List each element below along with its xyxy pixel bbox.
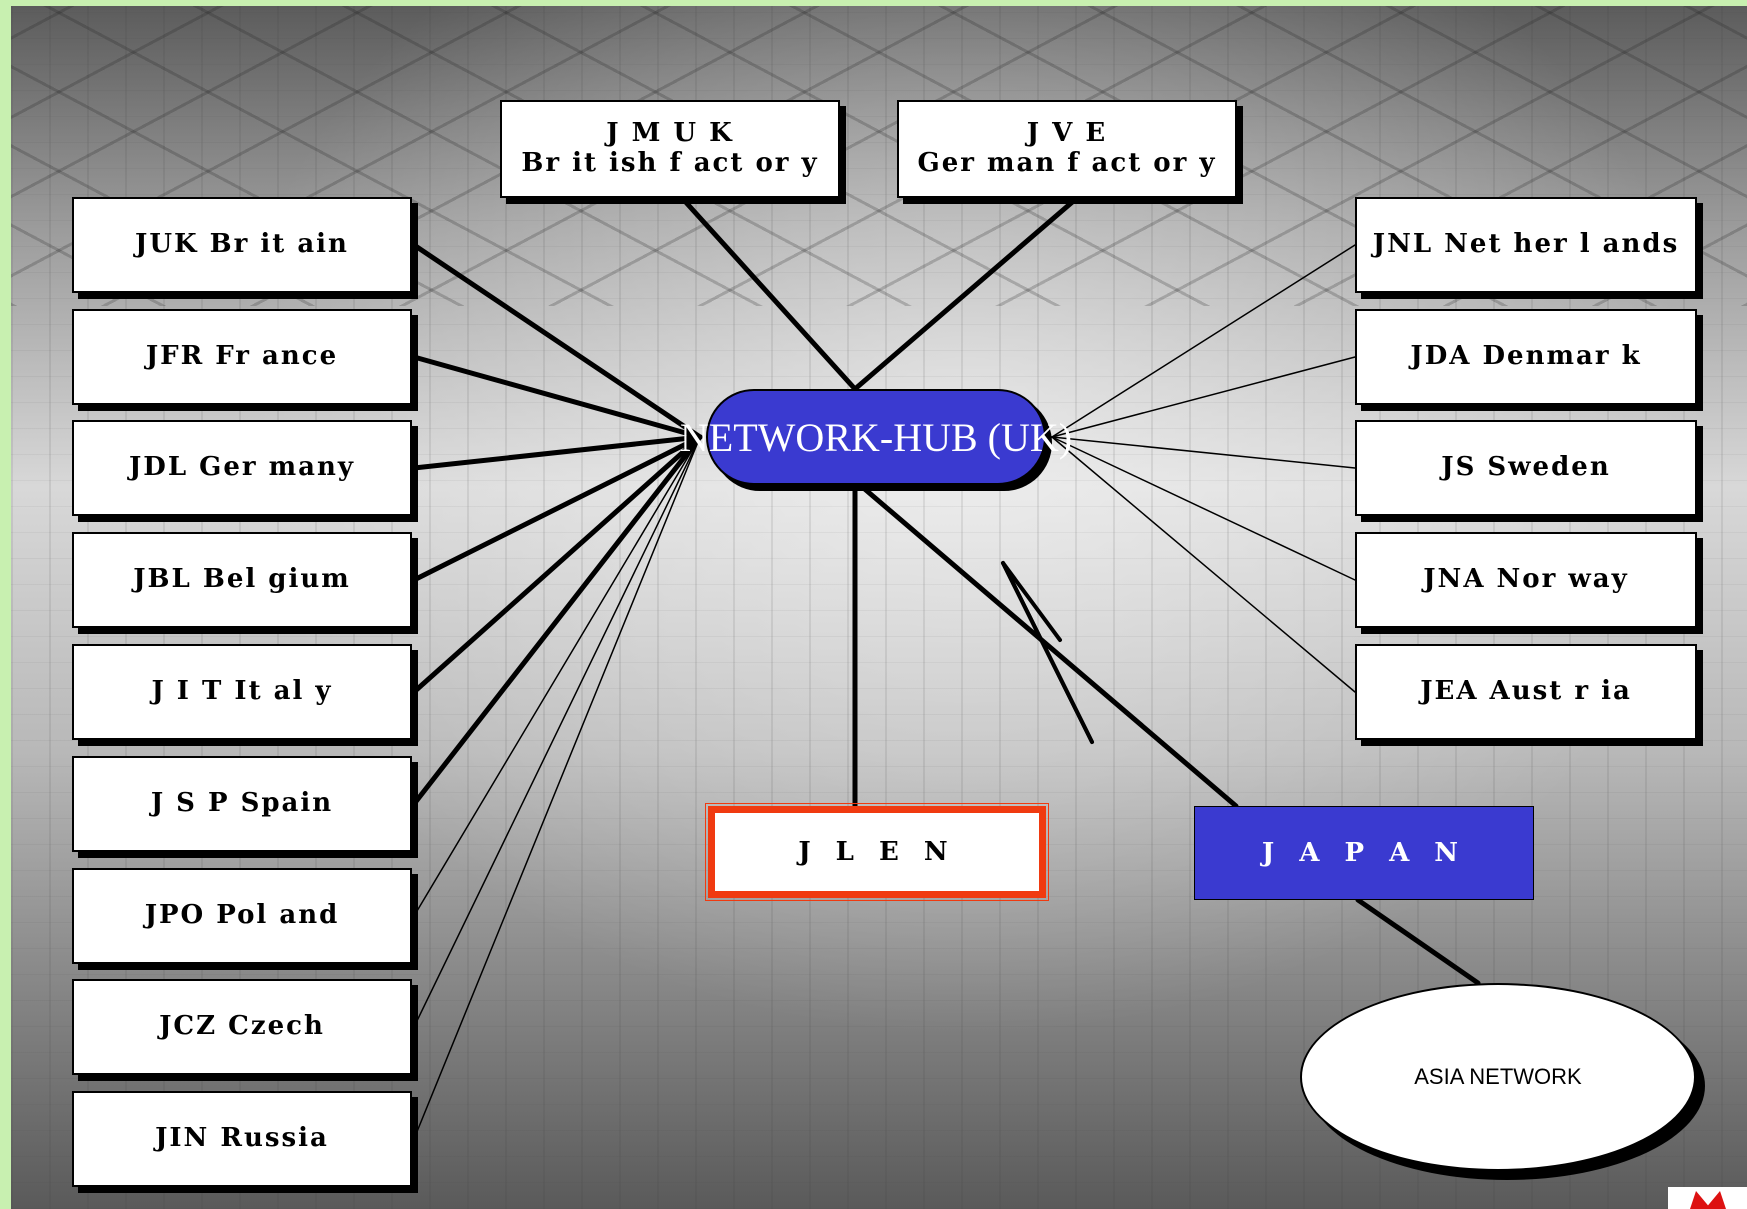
connector-line-left xyxy=(413,436,701,917)
office-node-jcz[interactable]: JCZ Czech xyxy=(72,979,412,1075)
connector-zigzag xyxy=(1001,561,1062,642)
office-node-juk[interactable]: JUK Br it ain xyxy=(72,197,412,293)
office-label: J S P Spain xyxy=(150,788,334,819)
office-label: JUK Br it ain xyxy=(135,229,349,260)
connector-line-right xyxy=(1051,436,1356,581)
network-hub-node[interactable]: NETWORK-HUB (UK) xyxy=(680,389,1072,485)
connector-line-left xyxy=(413,436,701,1140)
office-label: JDA Denmar k xyxy=(1410,341,1642,372)
connector-line-asia xyxy=(1355,897,1481,986)
connector-line-right xyxy=(1051,436,1356,469)
connector-line-right xyxy=(1051,436,1356,693)
factory-node-jve[interactable]: J V E Ger man f act or y xyxy=(897,100,1237,198)
connector-line-left xyxy=(413,436,701,1028)
office-label: JIN Russia xyxy=(155,1123,329,1154)
office-label: JFR Fr ance xyxy=(145,341,339,372)
connector-line-left xyxy=(411,434,703,695)
office-node-js[interactable]: JS Sweden xyxy=(1355,420,1697,516)
factory-code: J V E xyxy=(1026,118,1108,149)
office-label: J I T It al y xyxy=(151,676,333,707)
office-label: JNL Net her l ands xyxy=(1372,229,1680,260)
office-node-jea[interactable]: JEA Aust r ia xyxy=(1355,644,1697,740)
connector-line-left xyxy=(411,434,703,471)
office-node-jna[interactable]: JNA Nor way xyxy=(1355,532,1697,628)
connector-zigzag xyxy=(1001,561,1094,744)
office-label: JBL Bel gium xyxy=(133,564,351,595)
office-node-jnl[interactable]: JNL Net her l ands xyxy=(1355,197,1697,293)
connector-line-right xyxy=(1051,244,1356,438)
connector-line-factory xyxy=(852,195,1080,392)
office-node-jfr[interactable]: JFR Fr ance xyxy=(72,309,412,405)
office-node-jsp[interactable]: J S P Spain xyxy=(72,756,412,852)
connector-line-right xyxy=(1051,356,1356,438)
factory-node-jmuk[interactable]: J M U K Br it ish f act or y xyxy=(500,100,840,198)
office-label: JDL Ger many xyxy=(128,452,356,483)
office-node-jin[interactable]: JIN Russia xyxy=(72,1091,412,1187)
connector-line-left xyxy=(411,354,703,440)
connector-line-left xyxy=(411,434,703,583)
japan-label: J A P A N xyxy=(1261,838,1467,868)
asia-label: ASIA NETWORK xyxy=(1414,1064,1582,1089)
office-node-jit[interactable]: J I T It al y xyxy=(72,644,412,740)
factory-code: J M U K xyxy=(606,118,734,149)
office-node-jbl[interactable]: JBL Bel gium xyxy=(72,532,412,628)
company-logo-icon xyxy=(1668,1187,1747,1209)
office-node-jdl[interactable]: JDL Ger many xyxy=(72,420,412,516)
office-label: JPO Pol and xyxy=(144,900,340,931)
hub-label: NETWORK-HUB (UK) xyxy=(679,414,1073,460)
connector-line-left xyxy=(411,242,703,440)
office-node-jpo[interactable]: JPO Pol and xyxy=(72,868,412,964)
connector-line-factory xyxy=(679,195,858,392)
office-node-jda[interactable]: JDA Denmar k xyxy=(1355,309,1697,405)
jlen-node[interactable]: J L E N xyxy=(705,803,1049,901)
asia-network-node[interactable]: ASIA NETWORK xyxy=(1300,983,1696,1171)
jlen-label: J L E N xyxy=(798,837,956,867)
connector-line-left xyxy=(411,434,703,807)
office-label: JEA Aust r ia xyxy=(1420,676,1632,707)
factory-label: Ger man f act or y xyxy=(917,148,1217,178)
connector-line-japan xyxy=(857,482,1239,809)
factory-label: Br it ish f act or y xyxy=(521,148,819,178)
office-label: JNA Nor way xyxy=(1423,564,1629,595)
office-label: JCZ Czech xyxy=(159,1011,325,1042)
japan-node[interactable]: J A P A N xyxy=(1194,806,1534,900)
office-label: JS Sweden xyxy=(1441,452,1611,483)
